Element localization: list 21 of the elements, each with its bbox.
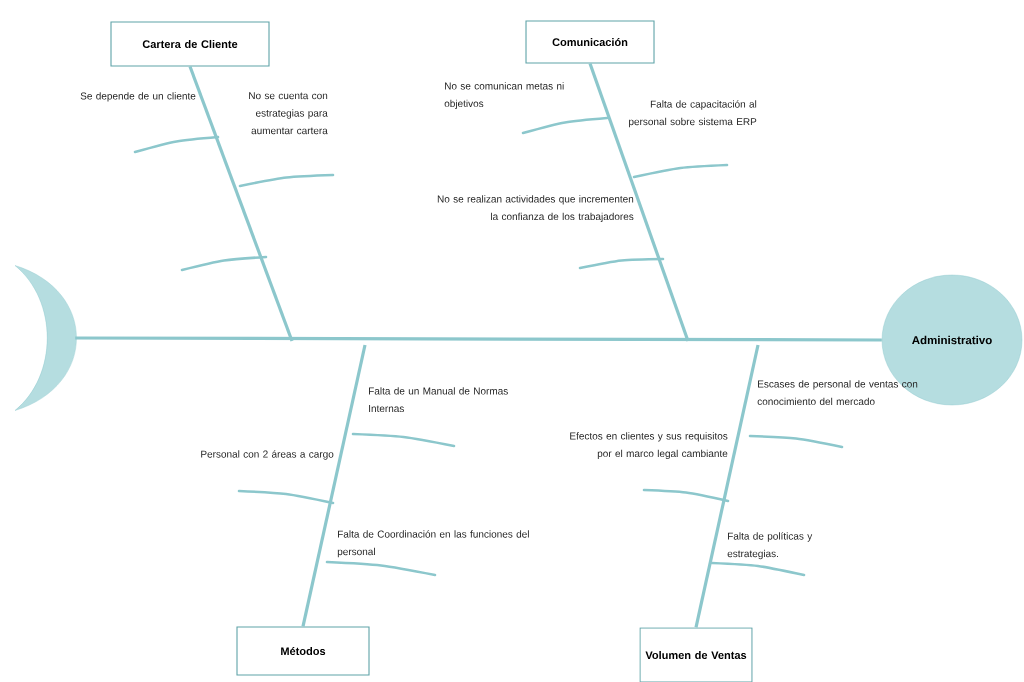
crescent-shape bbox=[14, 265, 77, 411]
cause-text: Escases de personal de ventas con conocimiento del mercado bbox=[757, 380, 918, 406]
category-box: Cartera de Cliente bbox=[110, 21, 270, 67]
bone bbox=[188, 66, 294, 342]
cause-text: Se depende de un cliente bbox=[80, 92, 196, 102]
cause-text: Efectos en clientes y sus requisitos por el marco legal cambiante bbox=[570, 432, 728, 459]
spine bbox=[75, 336, 882, 342]
category-box: Comunicación bbox=[525, 20, 655, 64]
cause-text: Falta de políticas y estrategias. bbox=[727, 532, 813, 560]
cause-text: Personal con 2 áreas a cargo bbox=[201, 450, 334, 460]
cause-text: Falta de capacitación al personal sobre sistema ERP bbox=[629, 100, 757, 128]
cause-text: No se realizan actividades que incrementen la confianza de los trabajadores bbox=[437, 195, 634, 222]
category-box: Métodos bbox=[236, 626, 370, 676]
bone bbox=[694, 344, 760, 628]
bone bbox=[588, 63, 690, 342]
cause-text: No se comunican metas ni objetivos bbox=[444, 82, 564, 109]
cause-text: Falta de un Manual de Normas Internas bbox=[369, 387, 508, 413]
category-box: Volumen de Ventas bbox=[639, 627, 753, 682]
bone bbox=[301, 344, 367, 627]
cause-text: Falta de Coordinación en las funciones del personal bbox=[337, 530, 529, 558]
cause-text: No se cuenta con estrategias para aumentar cartera bbox=[249, 92, 328, 135]
